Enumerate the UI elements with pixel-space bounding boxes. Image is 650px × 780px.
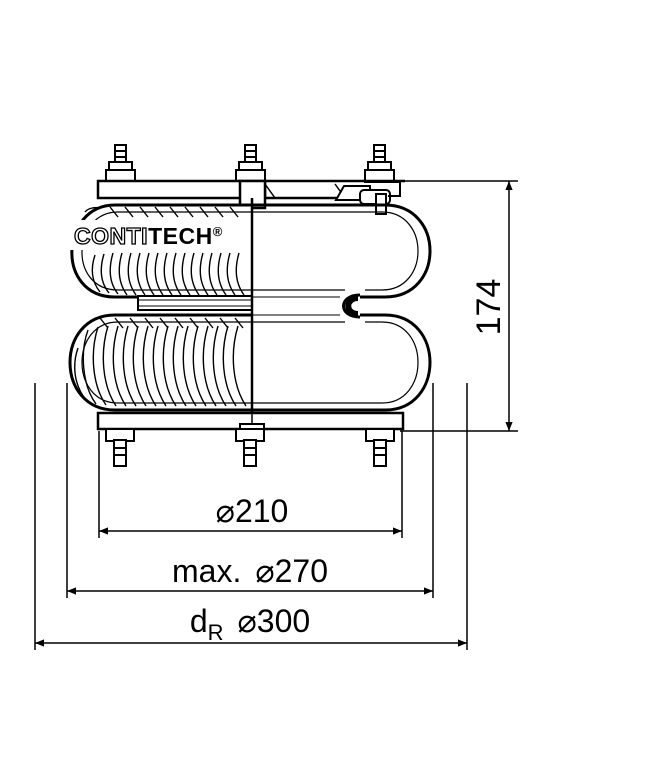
- diameter-symbol: ⌀: [216, 493, 235, 529]
- logo-part1: CONTI: [74, 223, 148, 249]
- logo-mark: ®: [213, 224, 223, 239]
- bottom-bolts: [105, 428, 395, 467]
- contitech-logo: CONTITECH®: [70, 220, 248, 250]
- svg-text:CONTITECH®: CONTITECH®: [74, 223, 223, 249]
- piston-diameter-dimension: [34, 383, 468, 650]
- girdle-ring: [137, 295, 253, 311]
- diameter-symbol: ⌀: [255, 553, 274, 589]
- max-diameter-dimension: [66, 383, 434, 598]
- piston-diameter-label: dR⌀300: [190, 603, 310, 645]
- upper-bellow: [70, 203, 252, 299]
- max-diameter-label: max.⌀270: [172, 553, 328, 589]
- lower-bellow: [68, 313, 252, 412]
- height-label: 174: [470, 279, 508, 336]
- top-bolts: [105, 144, 395, 183]
- logo-part2: TECH: [148, 223, 213, 249]
- height-dimension: [395, 180, 518, 432]
- right-outline: [250, 198, 432, 415]
- plate-diameter-dimension: [98, 431, 403, 538]
- air-fitting-icon: [334, 181, 401, 215]
- diameter-symbol: ⌀: [238, 603, 257, 639]
- plate-diameter-label: ⌀210: [216, 493, 289, 529]
